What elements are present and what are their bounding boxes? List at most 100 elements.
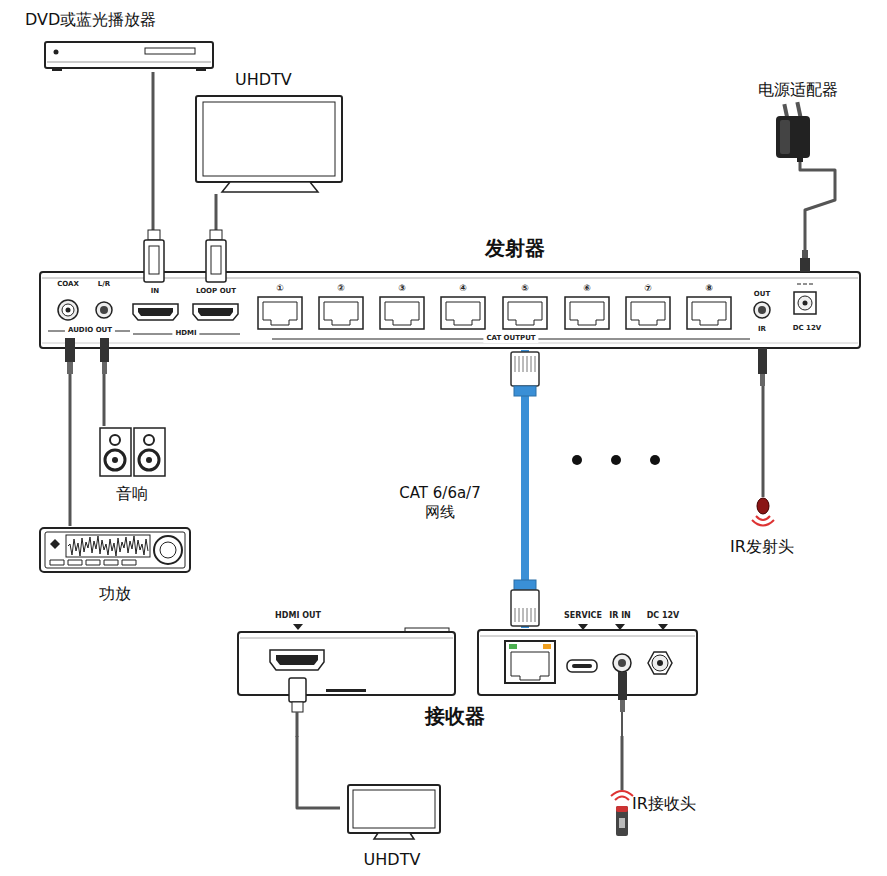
receiver-views <box>238 624 697 695</box>
transmitter-plugs-part <box>65 338 75 362</box>
device-name: DVD或蓝光播放器 <box>25 10 156 29</box>
receiver-views-part <box>572 664 592 668</box>
cable-label: CAT 6/6a/7 网线 <box>394 484 486 522</box>
transmitter-plugs-part <box>760 374 765 386</box>
transmitter-plugs-part <box>802 250 808 258</box>
transmitter-plugs-part <box>800 258 810 272</box>
transmitter-panel-part <box>258 297 731 329</box>
port-label: IR IN <box>609 612 631 621</box>
receiver-plugs-part <box>289 678 306 702</box>
transmitter-plugs-part <box>515 356 535 372</box>
port-label: HDMI <box>172 330 199 338</box>
device-name: UHDTV <box>235 70 292 89</box>
dvd-player-part <box>47 62 211 63</box>
transmitter-plugs-part <box>144 240 164 282</box>
ir-emitter-part <box>757 498 769 514</box>
tv-node: UHDTV <box>195 68 345 194</box>
transmitter-plugs-part <box>211 246 221 274</box>
ir-emitter-part <box>752 516 774 526</box>
uhdtv-top-part <box>203 102 335 176</box>
receiver-views-part <box>505 641 555 683</box>
signal-dots-part <box>650 455 660 465</box>
amplifier-node: 功放 <box>38 526 192 608</box>
transmitter-plugs-part <box>515 608 535 622</box>
port-number: ② <box>337 284 345 294</box>
transmitter-panel-part-part <box>503 297 547 329</box>
dvd-player-part <box>45 42 213 68</box>
transmitter-panel-part <box>798 296 812 310</box>
port-label: HDMI OUT <box>275 612 321 621</box>
uhdtv-bottom-part <box>348 785 440 833</box>
cable <box>800 162 835 272</box>
transmitter-plugs-part <box>148 230 160 240</box>
transmitter-plugs-part <box>102 362 107 374</box>
speaker-node: 音响 <box>95 426 170 508</box>
cable <box>70 350 71 526</box>
device-label: DVD或蓝光播放器 <box>15 8 220 72</box>
dvd-player-part <box>145 48 195 54</box>
transmitter-panel-part <box>133 304 178 320</box>
speakers-part <box>110 435 120 445</box>
tv-node: UHDTV <box>340 780 448 872</box>
amplifier-part <box>68 536 148 556</box>
receiver-views-part <box>613 654 631 672</box>
power-adapter-part <box>795 102 802 118</box>
speakers <box>100 428 165 476</box>
speakers-part <box>112 457 118 463</box>
transmitter-panel-part <box>803 301 808 306</box>
device-name: UHDTV <box>364 850 421 869</box>
transmitter-plugs-part <box>210 230 222 240</box>
speakers-part <box>134 428 165 476</box>
adapter-node: 电源适配器 <box>752 80 862 162</box>
receiver-views-part <box>240 638 453 639</box>
port-number: ⑥ <box>583 284 591 294</box>
ir-emitter <box>752 498 774 526</box>
port-label: LOOP OUT <box>196 288 236 296</box>
uhdtv-top-part <box>222 182 318 192</box>
transmitter-panel-part-part <box>319 297 363 329</box>
signal-dots-part <box>572 455 582 465</box>
dvd-player <box>45 42 213 71</box>
transmitter-node: 发射器 <box>38 272 862 350</box>
port-label: CAT OUTPUT <box>483 335 538 343</box>
signal-dots <box>572 455 660 465</box>
speakers-part <box>105 450 125 470</box>
transmitter-panel-part <box>794 292 816 314</box>
transmitter-panel-part <box>198 308 233 316</box>
transmitter-panel-part <box>40 272 860 348</box>
receiver-plugs-part <box>292 702 303 712</box>
transmitter-panel-part-part <box>380 297 424 329</box>
device-name: 功放 <box>99 584 131 603</box>
receiver-views-part <box>478 630 697 695</box>
amplifier <box>40 528 190 572</box>
transmitter-plugs-part <box>100 338 109 362</box>
port-label: L/R <box>98 281 110 289</box>
power-adapter-part <box>797 156 803 162</box>
amplifier-part <box>45 532 185 568</box>
transmitter-plugs-part <box>149 246 159 274</box>
port-number: ④ <box>459 284 467 294</box>
receiver-plugs <box>289 672 627 737</box>
uhdtv-bottom-part <box>374 833 414 839</box>
device-name: IR接收头 <box>632 794 696 813</box>
cable-line <box>297 736 340 808</box>
dvd-player-part <box>54 50 59 55</box>
port-label: AUDIO OUT <box>65 327 115 335</box>
transmitter-plugs-part <box>514 386 536 396</box>
port-number: ③ <box>398 284 406 294</box>
speakers-part <box>144 435 154 445</box>
receiver-plugs-part <box>296 712 299 737</box>
cable-line <box>800 162 835 272</box>
port-label: IN <box>151 288 159 296</box>
transmitter-plugs-part <box>758 348 767 374</box>
receiver-views-part <box>657 660 663 666</box>
transmitter-panel-part-part <box>692 302 726 325</box>
uhdtv-top-part <box>196 96 342 182</box>
transmitter-plugs-part <box>514 580 536 590</box>
transmitter-panel-part-part <box>441 297 485 329</box>
receiver-plugs-part <box>620 700 625 712</box>
port-label: IR <box>758 326 766 334</box>
receiver-views-part <box>618 659 626 667</box>
ir-receiver-part <box>611 791 633 800</box>
